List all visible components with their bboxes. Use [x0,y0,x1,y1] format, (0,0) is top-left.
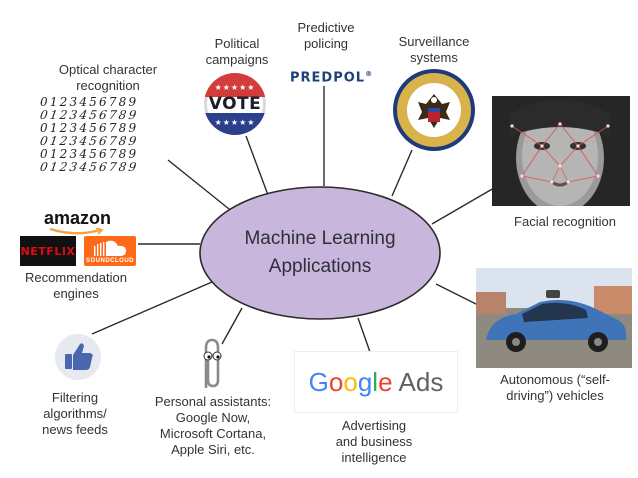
spoke-surveillance [391,149,413,197]
amazon-smile-icon [49,228,104,235]
assistants-label: Personal assistants: Google Now, Microso… [154,394,272,457]
soundcloud-logo-text: SOUNDCLOUD [86,258,134,264]
spoke-ocr [167,159,235,214]
ocr-digit-row: 0123456789 [40,121,139,135]
vote-badge-icon: ★★★★★ VOTE ★★★★★ [204,73,266,135]
paperclip-assistant-icon [203,338,222,388]
facial-recognition-image [492,96,630,206]
autonomous-label: Autonomous (“self- driving”) vehicles [500,372,610,403]
spoke-advertising [357,317,371,353]
facial-label: Facial recognition [514,214,616,229]
center-ellipse [199,186,441,320]
soundcloud-logo: SOUNDCLOUD [84,236,136,266]
spoke-political [245,135,269,196]
amazon-logo-text: amazon [44,208,112,228]
spoke-assistants [221,307,243,345]
thumbs-up-icon [55,334,101,380]
ocr-digit-row: 0123456789 [39,108,140,122]
google-ads-logo: Google Ads [295,352,457,412]
ocr-digits-image: 0123456789 0123456789 0123456789 0123456… [39,95,172,175]
soundcloud-cloud-icon [94,240,126,256]
predpol-logo-text: PREDPOL [290,70,366,86]
policing-label: Predictive policing [297,20,355,51]
google-logo-text: Google [308,366,393,397]
spoke-facial [431,187,495,225]
vote-badge-text: VOTE [208,94,262,114]
netflix-logo: NETFLIX [20,236,76,266]
nsa-seal-icon [393,69,475,151]
political-label: Political campaigns [205,36,269,67]
predpol-logo: PREDPOL® [290,70,374,86]
surveillance-label: Surveillance systems [398,34,470,65]
ocr-digit-row: 0123456789 [40,147,139,161]
amazon-logo: amazon [44,208,112,235]
ocr-digit-row: 0123456789 [39,134,140,148]
google-ads-suffix: Ads [398,366,444,397]
self-driving-car-icon [476,268,632,368]
center-title: Machine Learning Applications [244,228,396,277]
ocr-digit-row: 0123456789 [39,160,140,174]
filtering-label: Filtering algorithms/ news feeds [42,390,108,437]
spoke-filtering [91,281,213,335]
recommendation-label: Recommendation engines [25,270,127,301]
ocr-digit-row: 0123456789 [40,95,139,109]
ocr-label: Optical character recognition [58,62,158,93]
advertising-label: Advertising and business intelligence [335,418,413,465]
spoke-autonomous [435,283,481,307]
